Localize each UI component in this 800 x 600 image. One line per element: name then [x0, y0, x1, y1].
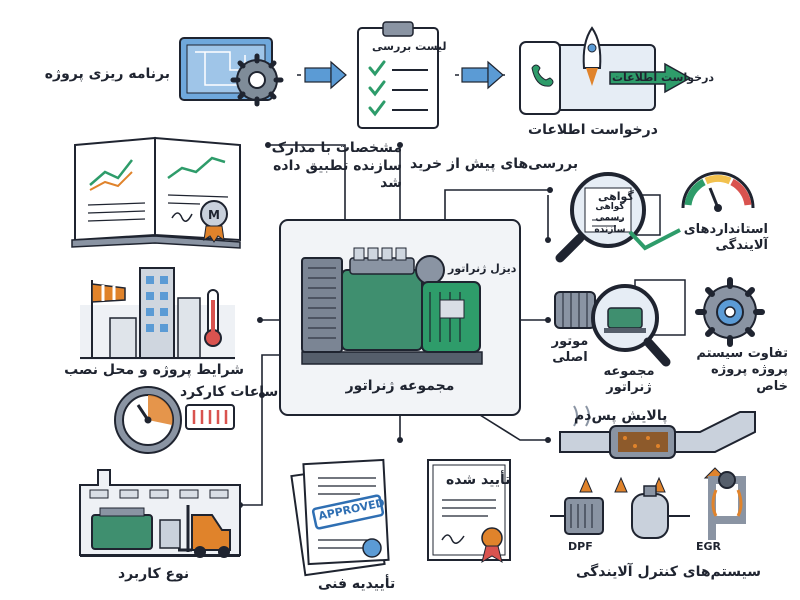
label-certificate-line2: گواهی رسمی سازنده: [594, 202, 626, 235]
label-application-type: نوع کاربرد: [118, 566, 190, 582]
label-diesel-generator: دیزل ژنراتور: [448, 262, 517, 275]
exhaust-pipe-icon: [559, 405, 756, 459]
label-project-planning: برنامه ریزی پروژه: [44, 66, 170, 82]
connector-hours: [261, 354, 280, 395]
label-genset: مجموعه ژنراتور: [345, 378, 455, 394]
label-egr: EGR: [696, 540, 722, 553]
approved-documents-icon: [290, 458, 390, 577]
label-dpf: DPF: [568, 540, 593, 553]
gauge-icon: [681, 171, 755, 212]
blueprint-gear-icon: [179, 37, 284, 107]
magnifier-genset-icon: [591, 279, 686, 367]
label-pre-purchase-checks: بررسی‌های پیش از خرید: [410, 156, 579, 172]
certificate-ribbon-icon: [427, 459, 511, 564]
label-site-conditions: شرایط پروژه و محل نصب: [64, 362, 244, 378]
connector-prepurchase: [444, 189, 550, 220]
label-checklist: لیست بررسی: [372, 40, 447, 53]
svg-text:M: M: [208, 208, 220, 222]
open-manual-icon: M: [71, 136, 241, 249]
flow-arrow-2: [461, 60, 504, 90]
label-certificate-line1: گواهی: [598, 190, 634, 203]
label-emission-standards: استانداردهای آلایندگی: [683, 222, 768, 254]
label-aftertreatment: پالایش پس‌دم: [574, 408, 668, 424]
label-operating-hours: ساعات کارکرد: [180, 384, 279, 400]
connector-aftertreatment: [479, 414, 548, 441]
connector-specs: [268, 144, 346, 235]
hour-gauge-icon: [114, 386, 235, 454]
label-technical-approval: تأییدیه فنی: [318, 576, 396, 592]
city-weather-icon: [80, 267, 235, 360]
flow-arrow-1: [304, 60, 347, 90]
phone-rocket-icon: [519, 26, 692, 115]
label-emission-control: سیستم‌های کنترل آلایندگی: [576, 564, 761, 580]
label-original-engine: موتور اصلی: [551, 334, 589, 366]
label-genset-inspect: مجموعه ژنراتور: [603, 364, 655, 396]
generator-icon: [301, 247, 483, 365]
connector-application: [240, 395, 263, 506]
egr-valve-icon: [708, 471, 746, 540]
label-info-request: درخواست اطلاعات: [528, 122, 658, 138]
gear-network-icon: [695, 277, 765, 347]
factory-forklift-icon: [79, 469, 241, 558]
label-project-system-diff: تفاوت سیستم پروژه پروژه خاص: [696, 346, 788, 394]
tank-icon: [631, 485, 690, 539]
label-info-request-banner: درخواست اطلاعات: [612, 71, 715, 84]
connector-lines: [240, 74, 550, 506]
clipboard-checklist-icon: [357, 21, 439, 129]
magnifier-certificate-icon: [555, 172, 681, 263]
label-approved-fa: تأیید شده: [446, 472, 511, 488]
dpf-filter-icon: [550, 497, 604, 535]
label-specs-docs: مشخصات با مدارک سازنده تطبیق داده شد: [271, 140, 402, 191]
